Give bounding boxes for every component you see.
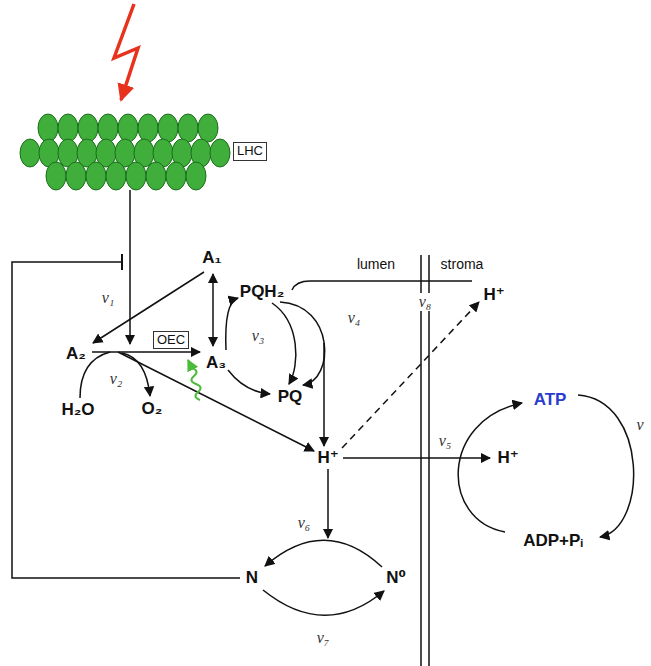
rate-label: v₁: [102, 289, 115, 306]
antenna-pigment: [98, 114, 118, 142]
species-name: PQ: [278, 387, 303, 406]
compartment-name: stroma: [441, 256, 484, 272]
species-name: N⁰: [386, 568, 406, 587]
species-name-holder: H⁺: [482, 286, 505, 305]
antenna-pigment: [178, 114, 198, 142]
reduction-curve: [226, 298, 238, 350]
rate-label-holder: v₄: [347, 309, 362, 327]
antenna-complex: [20, 114, 230, 190]
rate-label: v₄: [348, 309, 361, 326]
antenna-pigment: [106, 162, 126, 190]
compartment-name-holder: stroma: [440, 257, 485, 272]
antenna-pigment: [210, 139, 230, 167]
reaction-arrow: [212, 274, 214, 346]
species-name: PQH₂: [240, 282, 284, 301]
synthesis-curve: [458, 403, 522, 532]
antenna-pigment: [198, 114, 218, 142]
rate-label: v₈: [419, 293, 432, 310]
species-name-holder: N: [245, 569, 259, 588]
species-name: ATP: [534, 390, 567, 409]
relaxation-curve: [263, 590, 384, 615]
species-name: H⁺: [497, 448, 518, 467]
oxidation-curve: [272, 303, 296, 384]
complex-box: OEC: [153, 331, 189, 350]
antenna-pigment: [166, 162, 186, 190]
species-name: ADP+Pᵢ: [523, 531, 583, 550]
leak-arrow: [342, 302, 479, 448]
antenna-pigment: [78, 114, 98, 142]
species-name: O₂: [142, 399, 163, 418]
species-name-holder: H⁺: [496, 449, 519, 468]
complex-name: LHC: [237, 143, 263, 158]
antenna-pigment: [66, 162, 86, 190]
proton-arrow: [327, 469, 329, 538]
antenna-pigment: [186, 162, 206, 190]
rate-label-holder: v₆: [297, 514, 312, 532]
species-name-holder: A₃: [205, 354, 227, 373]
antenna-pigment: [86, 162, 106, 190]
antenna-pigment: [138, 114, 158, 142]
species-name-holder: PQH₂: [239, 283, 285, 302]
membrane-line: [428, 255, 430, 666]
species-name-holder: A₁: [201, 249, 222, 268]
species-name: A₂: [66, 344, 86, 363]
consumption-curve: [578, 395, 634, 537]
antenna-pigment: [38, 114, 58, 142]
antenna-pigment: [146, 162, 166, 190]
inhibition-line: [12, 262, 240, 578]
species-name-holder: ATP: [533, 391, 568, 410]
species-name-holder: N⁰: [385, 569, 407, 588]
species-name: N: [246, 568, 258, 587]
compartment-name-holder: lumen: [356, 257, 396, 272]
antenna-pigment: [158, 114, 178, 142]
species-name: H⁺: [317, 448, 338, 467]
proton-arrow: [343, 457, 490, 459]
species-name-holder: PQ: [277, 388, 304, 407]
activation-curve: [265, 540, 382, 567]
rate-label: v₃: [252, 327, 265, 344]
species-name: A₁: [202, 248, 221, 267]
species-name-holder: H₂O: [60, 401, 95, 420]
antenna-pigment: [20, 139, 40, 167]
reduction-curve: [228, 370, 270, 394]
compartment-name: lumen: [357, 256, 395, 272]
species-name-holder: O₂: [141, 400, 164, 419]
rate-label-holder: v₇: [316, 629, 331, 647]
proton-arrow: [118, 352, 314, 451]
rate-label-holder: v₁: [101, 289, 116, 307]
rate-label-holder: v: [635, 416, 644, 434]
species-name: A₃: [206, 353, 226, 372]
rate-label: v₂: [110, 370, 123, 387]
rate-label-holder: v₃: [251, 327, 266, 345]
rate-label: v: [636, 416, 643, 433]
oxygen-curve: [122, 353, 150, 396]
complex-box: LHC: [233, 142, 267, 161]
species-name-holder: H⁺: [316, 449, 339, 468]
species-name: H₂O: [61, 400, 94, 419]
rate-label-holder: v₅: [438, 432, 453, 450]
inhibition-bar: [121, 254, 123, 270]
rate-label: v₆: [298, 514, 311, 531]
species-name: H⁺: [483, 285, 504, 304]
rate-label: v₅: [439, 432, 452, 449]
species-name-holder: ADP+Pᵢ: [522, 532, 584, 551]
oxidation-curve: [280, 302, 325, 385]
antenna-pigment: [126, 162, 146, 190]
excitation-arrow: [129, 190, 131, 344]
species-name-holder: A₂: [65, 345, 87, 364]
proton-line: [292, 281, 472, 290]
antenna-pigment: [118, 114, 138, 142]
complex-name: OEC: [157, 332, 185, 347]
rate-label-holder: v₈: [418, 293, 433, 311]
rate-label-holder: v₂: [109, 370, 124, 388]
rate-label: v₇: [317, 629, 330, 646]
membrane-line: [420, 255, 422, 666]
antenna-pigment: [46, 162, 66, 190]
emission-arrow: [188, 360, 201, 400]
light-bolt: [114, 4, 138, 100]
proton-arrow: [323, 343, 325, 446]
antenna-pigment: [58, 114, 78, 142]
